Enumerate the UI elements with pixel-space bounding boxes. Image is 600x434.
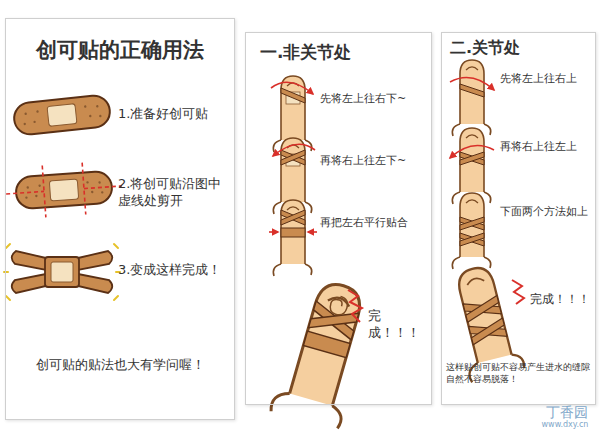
- step-text: 2.将创可贴沿图中虚线处剪开: [118, 176, 228, 210]
- watermark: 丁香园: [540, 403, 594, 421]
- step-text: 再将右上往左下~: [320, 154, 426, 168]
- instruction-panel: 二.关节处: [441, 32, 596, 405]
- watermark: www.dxy.cn: [536, 420, 594, 430]
- step-text: 1.准备好创可贴: [118, 106, 230, 123]
- step-text: 再把左右平行贴合: [320, 216, 426, 230]
- panel-note: 创可贴的贴法也大有学问喔！: [14, 357, 226, 374]
- panel-heading: 二.关节处: [450, 38, 588, 59]
- step-text: 先将左上往右上: [500, 72, 592, 86]
- note-text: 这样贴创可贴不容易产生进水的缝隙 自然不容易脱落！: [446, 362, 592, 385]
- step-text: 先将左上往右下~: [320, 92, 426, 106]
- done-text: 完成！！！: [368, 308, 428, 342]
- step-text: 下面两个方法如上: [500, 205, 592, 219]
- panel-heading: 创可贴的正确用法: [14, 37, 226, 64]
- step-text: 3.变成这样完成！: [118, 262, 230, 279]
- instruction-panel: 创可贴的正确用法创可贴的贴法也大有学问喔！: [5, 18, 235, 420]
- step-text: 再将右上往左上: [500, 140, 592, 154]
- panel-heading: 一.非关节处: [260, 41, 420, 63]
- done-text: 完成！！！: [530, 292, 592, 308]
